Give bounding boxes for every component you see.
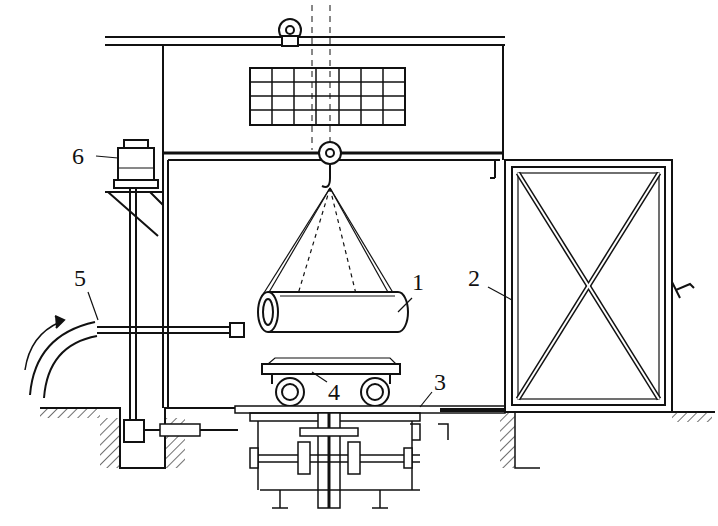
callout-number: 2 [466,266,482,290]
callout-number: 3 [432,370,448,394]
callout-number: 6 [70,144,86,168]
callout-number: 1 [410,270,426,294]
callout-number: 4 [326,380,342,404]
callout-number: 5 [72,266,88,290]
